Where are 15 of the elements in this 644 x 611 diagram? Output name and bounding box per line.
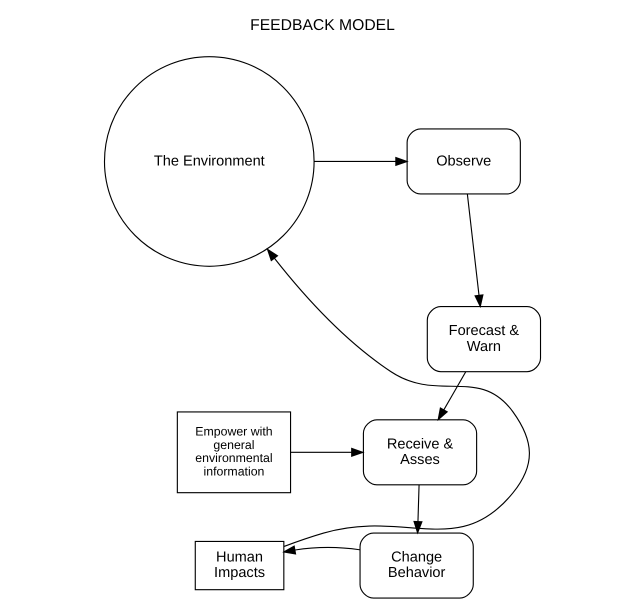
arrow	[412, 484, 422, 535]
node-box: Human Impacts	[194, 540, 284, 590]
arrow	[282, 545, 360, 555]
node-box: Observe	[406, 128, 520, 195]
node-box: Empower with general environmental information	[176, 411, 291, 494]
node-box: Forecast & Warn	[426, 306, 541, 372]
arrow	[314, 156, 408, 166]
arrow	[466, 194, 484, 308]
arrow	[290, 448, 364, 458]
diagram-title: FEEDBACK MODEL	[250, 16, 394, 34]
arrow	[266, 248, 530, 547]
arrow	[436, 371, 466, 422]
node-box: Change Behavior	[359, 532, 474, 599]
node-box: Receive & Asses	[362, 419, 477, 486]
node-circle: The Environment	[103, 56, 314, 267]
